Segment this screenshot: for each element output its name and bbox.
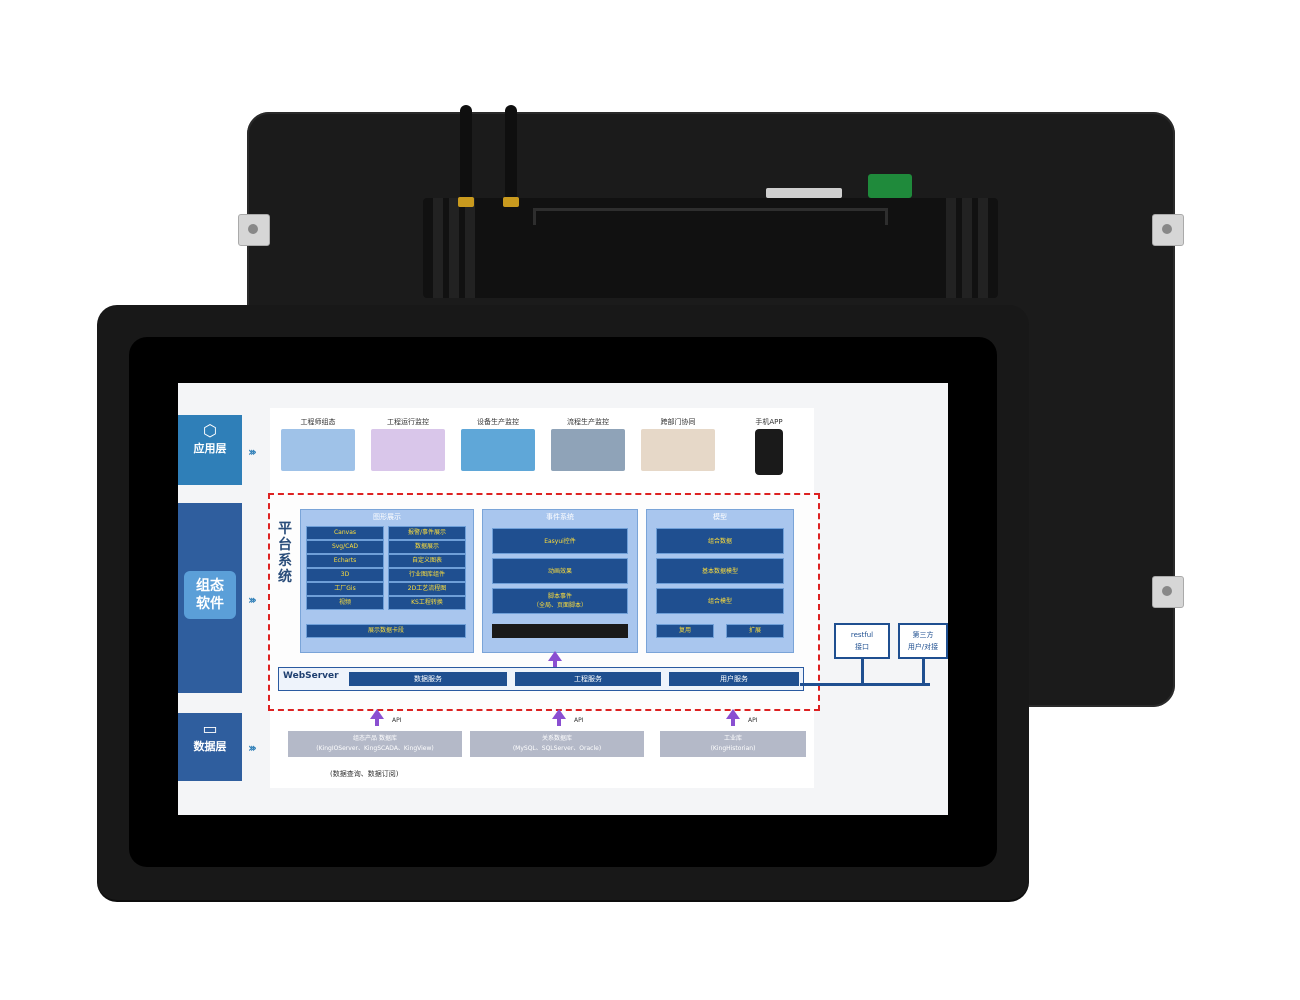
monitor-icon: ▭ bbox=[202, 719, 218, 738]
platform-system: 平台系统 图形展示 Canvas 报警/事件展示 Svg/CAD 数据展示 Ec… bbox=[268, 493, 820, 711]
module-footer-cell[interactable]: 展示数据卡段 bbox=[306, 624, 466, 638]
mounting-bracket bbox=[1152, 576, 1184, 608]
app-tile[interactable]: 工程运行监控 bbox=[368, 415, 448, 471]
app-tile[interactable]: 流程生产监控 bbox=[548, 415, 628, 471]
arrow-up-icon bbox=[552, 709, 566, 726]
layer-app: ⬡ 应用层 bbox=[178, 415, 242, 485]
connector-line bbox=[800, 683, 930, 686]
graphics-module: 图形展示 Canvas 报警/事件展示 Svg/CAD 数据展示 Echarts… bbox=[300, 509, 474, 653]
connector-line bbox=[861, 659, 864, 685]
layer-data-label: 数据层 bbox=[193, 740, 227, 753]
layer-config-label-1: 组态 bbox=[196, 578, 224, 594]
antenna-icon bbox=[458, 105, 474, 207]
event-bar bbox=[492, 624, 628, 638]
app-thumbnail bbox=[461, 429, 535, 471]
service-data[interactable]: 数据服务 bbox=[349, 672, 507, 686]
module-cell[interactable]: 行业图库组件 bbox=[388, 568, 466, 582]
layer-data: ▭ 数据层 bbox=[178, 713, 242, 781]
module-cell[interactable]: 工厂Gis bbox=[306, 582, 384, 596]
app-tile[interactable]: 跨部门协同 bbox=[638, 415, 718, 471]
api-label: API bbox=[392, 717, 402, 724]
module-cell[interactable]: 组合数据 bbox=[656, 528, 784, 554]
io-port bbox=[766, 188, 842, 198]
power-terminal bbox=[868, 174, 912, 198]
layer-config: 组态 软件 bbox=[178, 503, 242, 693]
module-cell[interactable]: 数据展示 bbox=[388, 540, 466, 554]
platform-title: 平台系统 bbox=[278, 521, 292, 585]
cube-icon: ⬡ bbox=[203, 421, 217, 440]
third-party-interface[interactable]: 第三方 用户/对接 bbox=[898, 623, 948, 659]
events-module: 事件系统 Easyui控件 动画效果 脚本事件 （全局、页面脚本） bbox=[482, 509, 638, 653]
service-user[interactable]: 用户服务 bbox=[669, 672, 799, 686]
module-cell[interactable]: 自定义图表 bbox=[388, 554, 466, 568]
api-label: API bbox=[574, 717, 584, 724]
app-tile[interactable]: 设备生产监控 bbox=[458, 415, 538, 471]
module-cell[interactable]: 3D bbox=[306, 568, 384, 582]
module-cell[interactable]: 报警/事件展示 bbox=[388, 526, 466, 540]
antenna-icon bbox=[503, 105, 519, 207]
module-cell[interactable]: 视频 bbox=[306, 596, 384, 610]
module-cell[interactable]: 组合模型 bbox=[656, 588, 784, 614]
arrow-up-icon bbox=[726, 709, 740, 726]
mounting-bracket bbox=[238, 214, 270, 246]
app-thumbnail bbox=[641, 429, 715, 471]
module-cell[interactable]: 2D工艺流程图 bbox=[388, 582, 466, 596]
phone-icon bbox=[755, 429, 783, 475]
data-source-relational[interactable]: 关系数据库 (MySQL、SQLServer、Oracle) bbox=[470, 731, 644, 757]
app-thumbnail bbox=[371, 429, 445, 471]
heatsink bbox=[423, 198, 998, 298]
module-cell[interactable]: Svg/CAD bbox=[306, 540, 384, 554]
webserver-bar: WebServer 数据服务 工程服务 用户服务 bbox=[278, 667, 804, 691]
module-cell[interactable]: 动画效果 bbox=[492, 558, 628, 584]
data-source-historian[interactable]: 工业库 (KingHistorian) bbox=[660, 731, 806, 757]
module-cell[interactable]: Canvas bbox=[306, 526, 384, 540]
module-cell[interactable]: 基本数据模型 bbox=[656, 558, 784, 584]
api-label: API bbox=[748, 717, 758, 724]
restful-interface[interactable]: restful 接口 bbox=[834, 623, 890, 659]
app-thumbnail bbox=[551, 429, 625, 471]
module-cell[interactable]: KS工程转换 bbox=[388, 596, 466, 610]
data-source-config[interactable]: 组态产品 数据库 (KingIOServer、KingSCADA、KingVie… bbox=[288, 731, 462, 757]
data-note: (数据查询、数据订阅) bbox=[330, 770, 399, 778]
chevron-right-icon: ››› bbox=[248, 741, 257, 755]
app-thumbnail bbox=[281, 429, 355, 471]
layer-config-label-2: 软件 bbox=[196, 596, 224, 612]
module-cell[interactable]: Easyui控件 bbox=[492, 528, 628, 554]
module-cell[interactable]: 扩展 bbox=[726, 624, 784, 638]
module-cell[interactable]: 脚本事件 （全局、页面脚本） bbox=[492, 588, 628, 614]
app-tile[interactable]: 工程师组态 bbox=[278, 415, 358, 471]
chevron-right-icon: ››› bbox=[248, 445, 257, 459]
module-cell[interactable]: Echarts bbox=[306, 554, 384, 568]
arrow-up-icon bbox=[370, 709, 384, 726]
mounting-bracket bbox=[1152, 214, 1184, 246]
display-screen: ⬡ 应用层 组态 软件 ▭ 数据层 ››› ››› ››› 工程师组态 工程运行… bbox=[178, 383, 948, 815]
model-module: 模型 组合数据 基本数据模型 组合模型 复用 扩展 bbox=[646, 509, 794, 653]
connector-line bbox=[922, 659, 925, 685]
service-project[interactable]: 工程服务 bbox=[515, 672, 661, 686]
application-strip: 工程师组态 工程运行监控 设备生产监控 流程生产监控 跨部门协同 手机APP bbox=[278, 415, 810, 483]
module-cell[interactable]: 复用 bbox=[656, 624, 714, 638]
layer-app-label: 应用层 bbox=[193, 442, 227, 455]
chevron-right-icon: ››› bbox=[248, 593, 257, 607]
app-tile[interactable]: 手机APP bbox=[728, 415, 810, 475]
arrow-up-icon bbox=[548, 651, 562, 668]
